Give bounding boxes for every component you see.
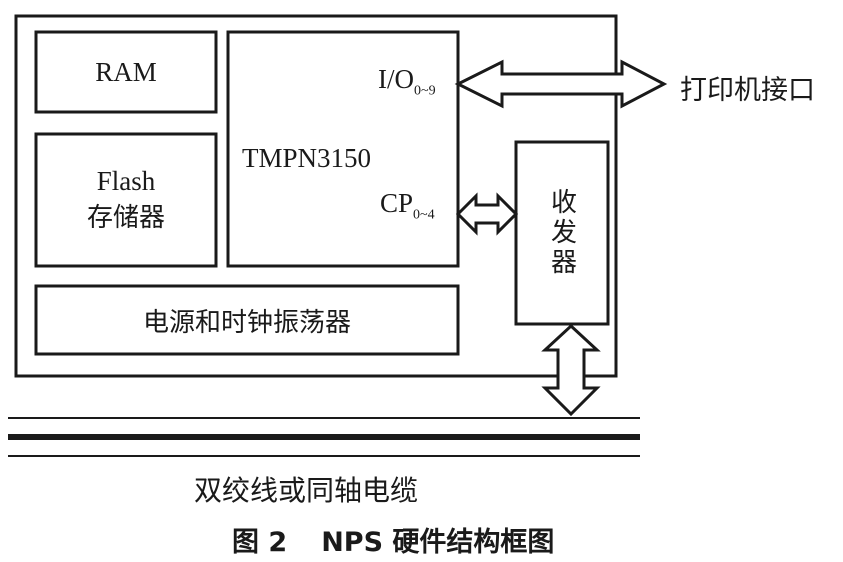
io-port-sub: 0~9 — [414, 83, 436, 99]
transceiver-bus-arrow — [541, 323, 601, 417]
figure-title: NPS 硬件结构框图 — [321, 527, 555, 558]
cp-port-base: CP — [380, 188, 414, 218]
bus-medium-label: 双绞线或同轴电缆 — [194, 469, 418, 509]
cpu-box — [226, 30, 460, 268]
cp-port-sub: 0~4 — [413, 207, 435, 223]
nps-outer-frame — [14, 14, 618, 378]
power-clock-box — [34, 284, 460, 356]
cp-port-label: CP0~4 — [380, 188, 435, 223]
cpu-label: TMPN3150 — [242, 143, 371, 174]
flash-label-line2: 存储器 — [86, 203, 165, 233]
transceiver-box — [514, 140, 610, 326]
printer-interface-label-text: 打印机接口 — [680, 75, 815, 106]
figure-number: 图 2 — [232, 527, 288, 558]
power-clock-label-text: 电源和时钟振荡器 — [142, 307, 351, 338]
power-clock-label: 电源和时钟振荡器 — [36, 286, 458, 354]
flash-box — [34, 132, 218, 268]
flash-label-line1: Flash — [96, 166, 156, 196]
cpu-label-text: TMPN3150 — [242, 143, 372, 173]
flash-label: Flash 存储器 — [36, 134, 216, 266]
cp-transceiver-arrow — [455, 192, 519, 236]
transceiver-label: 收发器 — [516, 142, 608, 324]
ram-box — [34, 30, 218, 114]
ram-label-text: RAM — [95, 56, 157, 87]
io-printer-arrow — [454, 59, 668, 109]
ram-label: RAM — [36, 32, 216, 112]
io-port-base: I/O — [378, 64, 414, 94]
transceiver-label-text: 收发器 — [546, 188, 577, 278]
io-port-label: I/O0~9 — [378, 64, 436, 99]
bus-medium-label-text: 双绞线或同轴电缆 — [194, 474, 419, 507]
printer-interface-label: 打印机接口 — [680, 68, 815, 107]
figure-caption: 图 2 NPS 硬件结构框图 — [232, 520, 554, 559]
